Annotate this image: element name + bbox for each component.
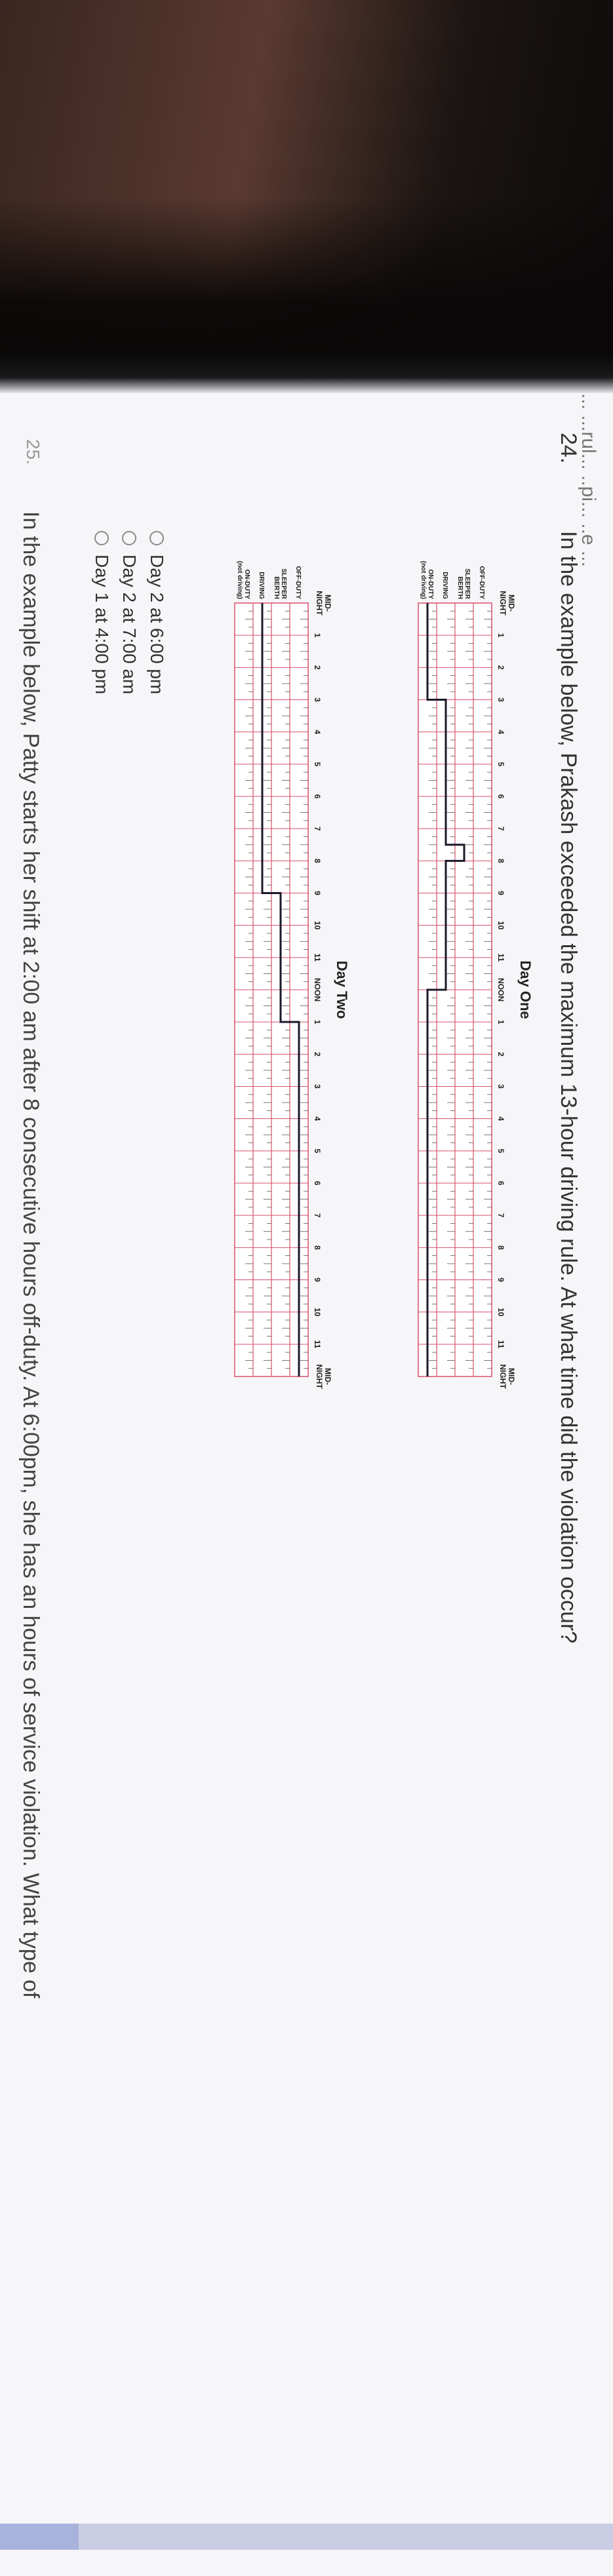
hour-label: 6: [496, 1181, 505, 1186]
next-question-text: In the example below, Patty starts her s…: [18, 511, 43, 1999]
hour-label: 10: [496, 1308, 505, 1317]
radio-button[interactable]: [149, 531, 164, 545]
hour-label: 6: [313, 794, 322, 799]
answer-label: Day 2 at 6:00 pm: [147, 555, 167, 695]
hour-label: NOON: [496, 978, 505, 1002]
hour-label: 5: [313, 762, 322, 766]
hour-label: NIGHT: [315, 1364, 324, 1389]
hour-label: NIGHT: [315, 591, 324, 615]
hour-label: 8: [496, 859, 505, 863]
hour-label: 11: [313, 1340, 322, 1348]
driver-log-grid: Day OneMID-NIGHT1234567891011NOON1234567…: [234, 561, 534, 1389]
radio-button[interactable]: [122, 531, 136, 545]
hour-label: 2: [496, 1052, 505, 1057]
duty-status-line: [261, 603, 300, 1376]
hour-label: 11: [496, 953, 505, 962]
status-row-label: (not driving): [420, 561, 427, 599]
status-row-label: DRIVING: [441, 572, 448, 599]
answer-options: Day 2 at 6:00 pm Day 2 at 7:00 am Day 1 …: [88, 531, 170, 694]
question-number: 24.: [556, 433, 581, 464]
hour-label: 9: [496, 891, 505, 895]
status-row-label: OFF-DUTY: [294, 566, 302, 599]
hour-label: 6: [496, 794, 505, 799]
hour-label: 10: [313, 1308, 322, 1317]
page-footer-bar: [0, 2524, 613, 2550]
hour-label: 3: [313, 697, 322, 702]
status-row-label: DRIVING: [258, 572, 265, 599]
hour-label: 3: [496, 697, 505, 702]
hour-label: 5: [496, 762, 505, 766]
status-row-label: ON-DUTY: [243, 569, 250, 599]
hour-label: 9: [313, 1278, 322, 1282]
hour-label: 5: [313, 1148, 322, 1153]
hour-label: 8: [496, 1245, 505, 1250]
day-title: Day Two: [334, 961, 350, 1019]
hour-label: 5: [496, 1148, 505, 1153]
hour-label: 7: [496, 1213, 505, 1218]
hour-label: NIGHT: [498, 591, 507, 615]
status-row-label: OFF-DUTY: [478, 566, 485, 599]
hour-label: 8: [313, 1245, 322, 1250]
answer-option[interactable]: Day 1 at 4:00 pm: [88, 531, 115, 694]
day-title: Day One: [517, 960, 534, 1019]
answer-option[interactable]: Day 2 at 7:00 am: [115, 531, 143, 694]
question-content: ... ...rul... ..pi... ..e ... 24. In the…: [13, 393, 599, 2432]
hour-label: 1: [313, 633, 322, 638]
answer-label: Day 1 at 4:00 pm: [92, 555, 112, 695]
status-row-label: SLEEPER: [464, 568, 471, 599]
hour-label: NIGHT: [498, 1364, 507, 1389]
hour-label: 9: [313, 891, 322, 895]
hour-label: NOON: [313, 978, 322, 1002]
hour-label: 6: [313, 1181, 322, 1186]
hour-label: 10: [496, 921, 505, 930]
hour-label: 3: [496, 1084, 505, 1089]
hour-label: 7: [313, 827, 322, 831]
hour-label: MID-: [323, 1368, 332, 1385]
hour-label: 2: [313, 1052, 322, 1057]
status-row-label: ON-DUTY: [427, 569, 434, 599]
hour-label: 4: [496, 730, 505, 734]
hour-label: 9: [496, 1278, 505, 1282]
footer-accent: [0, 2524, 79, 2550]
status-row-label: (not driving): [236, 561, 243, 599]
answer-label: Day 2 at 7:00 am: [119, 555, 140, 695]
status-row-label: SLEEPER: [280, 568, 287, 599]
hour-label: 1: [313, 1020, 322, 1025]
answer-option[interactable]: Day 2 at 6:00 pm: [143, 531, 170, 694]
hour-label: MID-: [507, 595, 516, 612]
hour-label: 11: [496, 1340, 505, 1348]
status-row-label: BERTH: [273, 577, 280, 599]
background-shadow: [0, 197, 613, 374]
hour-label: 2: [496, 665, 505, 670]
hour-label: 7: [313, 1213, 322, 1218]
status-row-label: BERTH: [456, 577, 464, 599]
hour-label: 7: [496, 827, 505, 831]
hour-label: 1: [496, 633, 505, 638]
hour-label: MID-: [507, 1368, 516, 1385]
duty-status-line: [426, 603, 465, 1376]
hour-label: 1: [496, 1020, 505, 1025]
question-text: In the example below, Prakash exceeded t…: [556, 531, 581, 1644]
next-question-number: 25.: [23, 439, 43, 465]
radio-button[interactable]: [94, 531, 109, 545]
hour-label: 2: [313, 665, 322, 670]
monitor-bezel: [0, 354, 613, 393]
hour-label: 8: [313, 859, 322, 863]
hour-label: 10: [313, 921, 322, 930]
hour-label: 3: [313, 1084, 322, 1089]
hour-label: 4: [313, 730, 322, 734]
hour-label: 4: [313, 1116, 322, 1121]
hour-label: 11: [313, 953, 322, 962]
hour-label: MID-: [323, 595, 332, 612]
hour-label: 4: [496, 1116, 505, 1121]
